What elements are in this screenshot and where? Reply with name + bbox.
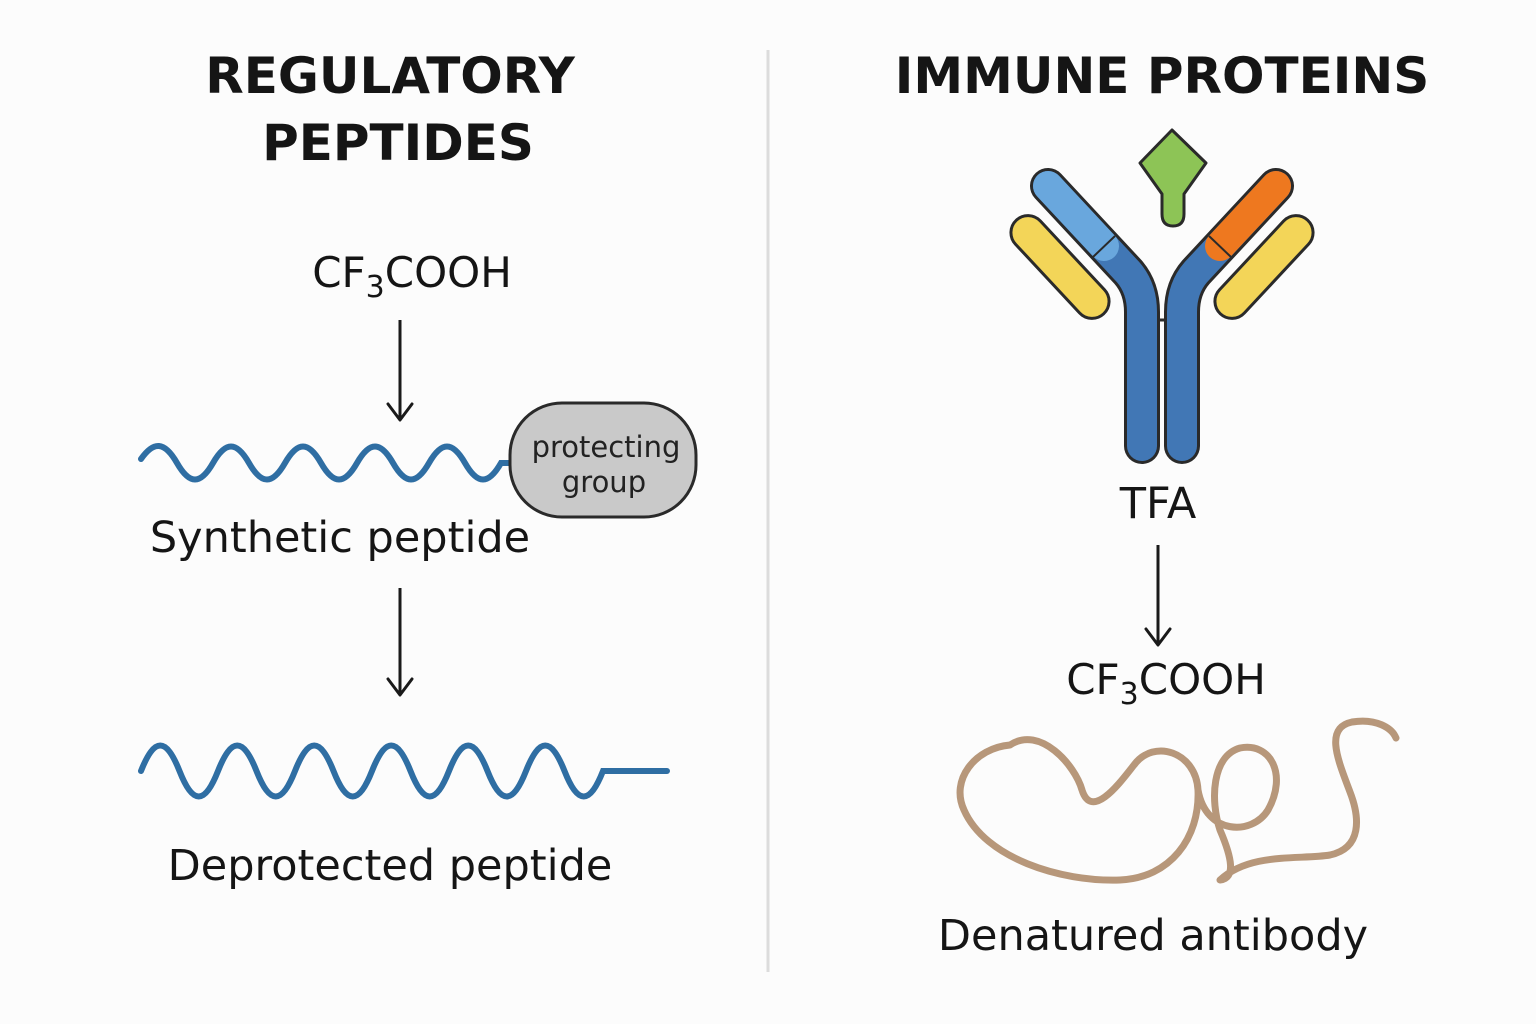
reagent-subscript: 3 [1120,677,1139,712]
deprotected-peptide-label: Deprotected peptide [168,841,613,891]
reagent-prefix: CF [312,248,365,297]
right-panel: IMMUNE PROTEINS TFA [895,47,1430,961]
antigen-icon [1138,128,1208,228]
protecting-group-badge: protecting group [508,401,698,519]
reagent-suffix: COOH [385,248,512,297]
arrow-down-icon [1144,545,1172,647]
peptide-chain-icon [138,742,670,800]
left-title-line1: REGULATORY [205,47,575,105]
protecting-group-line1: protecting [532,430,681,464]
reagent-subscript: 3 [366,270,385,305]
antibody-icon [1009,168,1315,464]
left-title-line2: PEPTIDES [262,114,534,172]
left-reagent-formula: CF3COOH [312,248,512,305]
denatured-antibody-label: Denatured antibody [938,911,1368,961]
protecting-group-line2: group [562,465,646,499]
arrow-down-icon [386,588,414,697]
right-title: IMMUNE PROTEINS [895,47,1430,105]
tfa-label: TFA [1119,479,1197,529]
left-panel: REGULATORY PEPTIDES CF3COOH protecting g… [138,47,698,891]
peptide-chain-icon [138,443,516,483]
reagent-suffix: COOH [1139,655,1266,704]
arrow-down-icon [386,320,414,422]
denatured-chain-icon [956,717,1400,884]
synthetic-peptide-label: Synthetic peptide [150,513,530,563]
reagent-prefix: CF [1066,655,1119,704]
right-reagent-formula: CF3COOH [1066,655,1266,712]
